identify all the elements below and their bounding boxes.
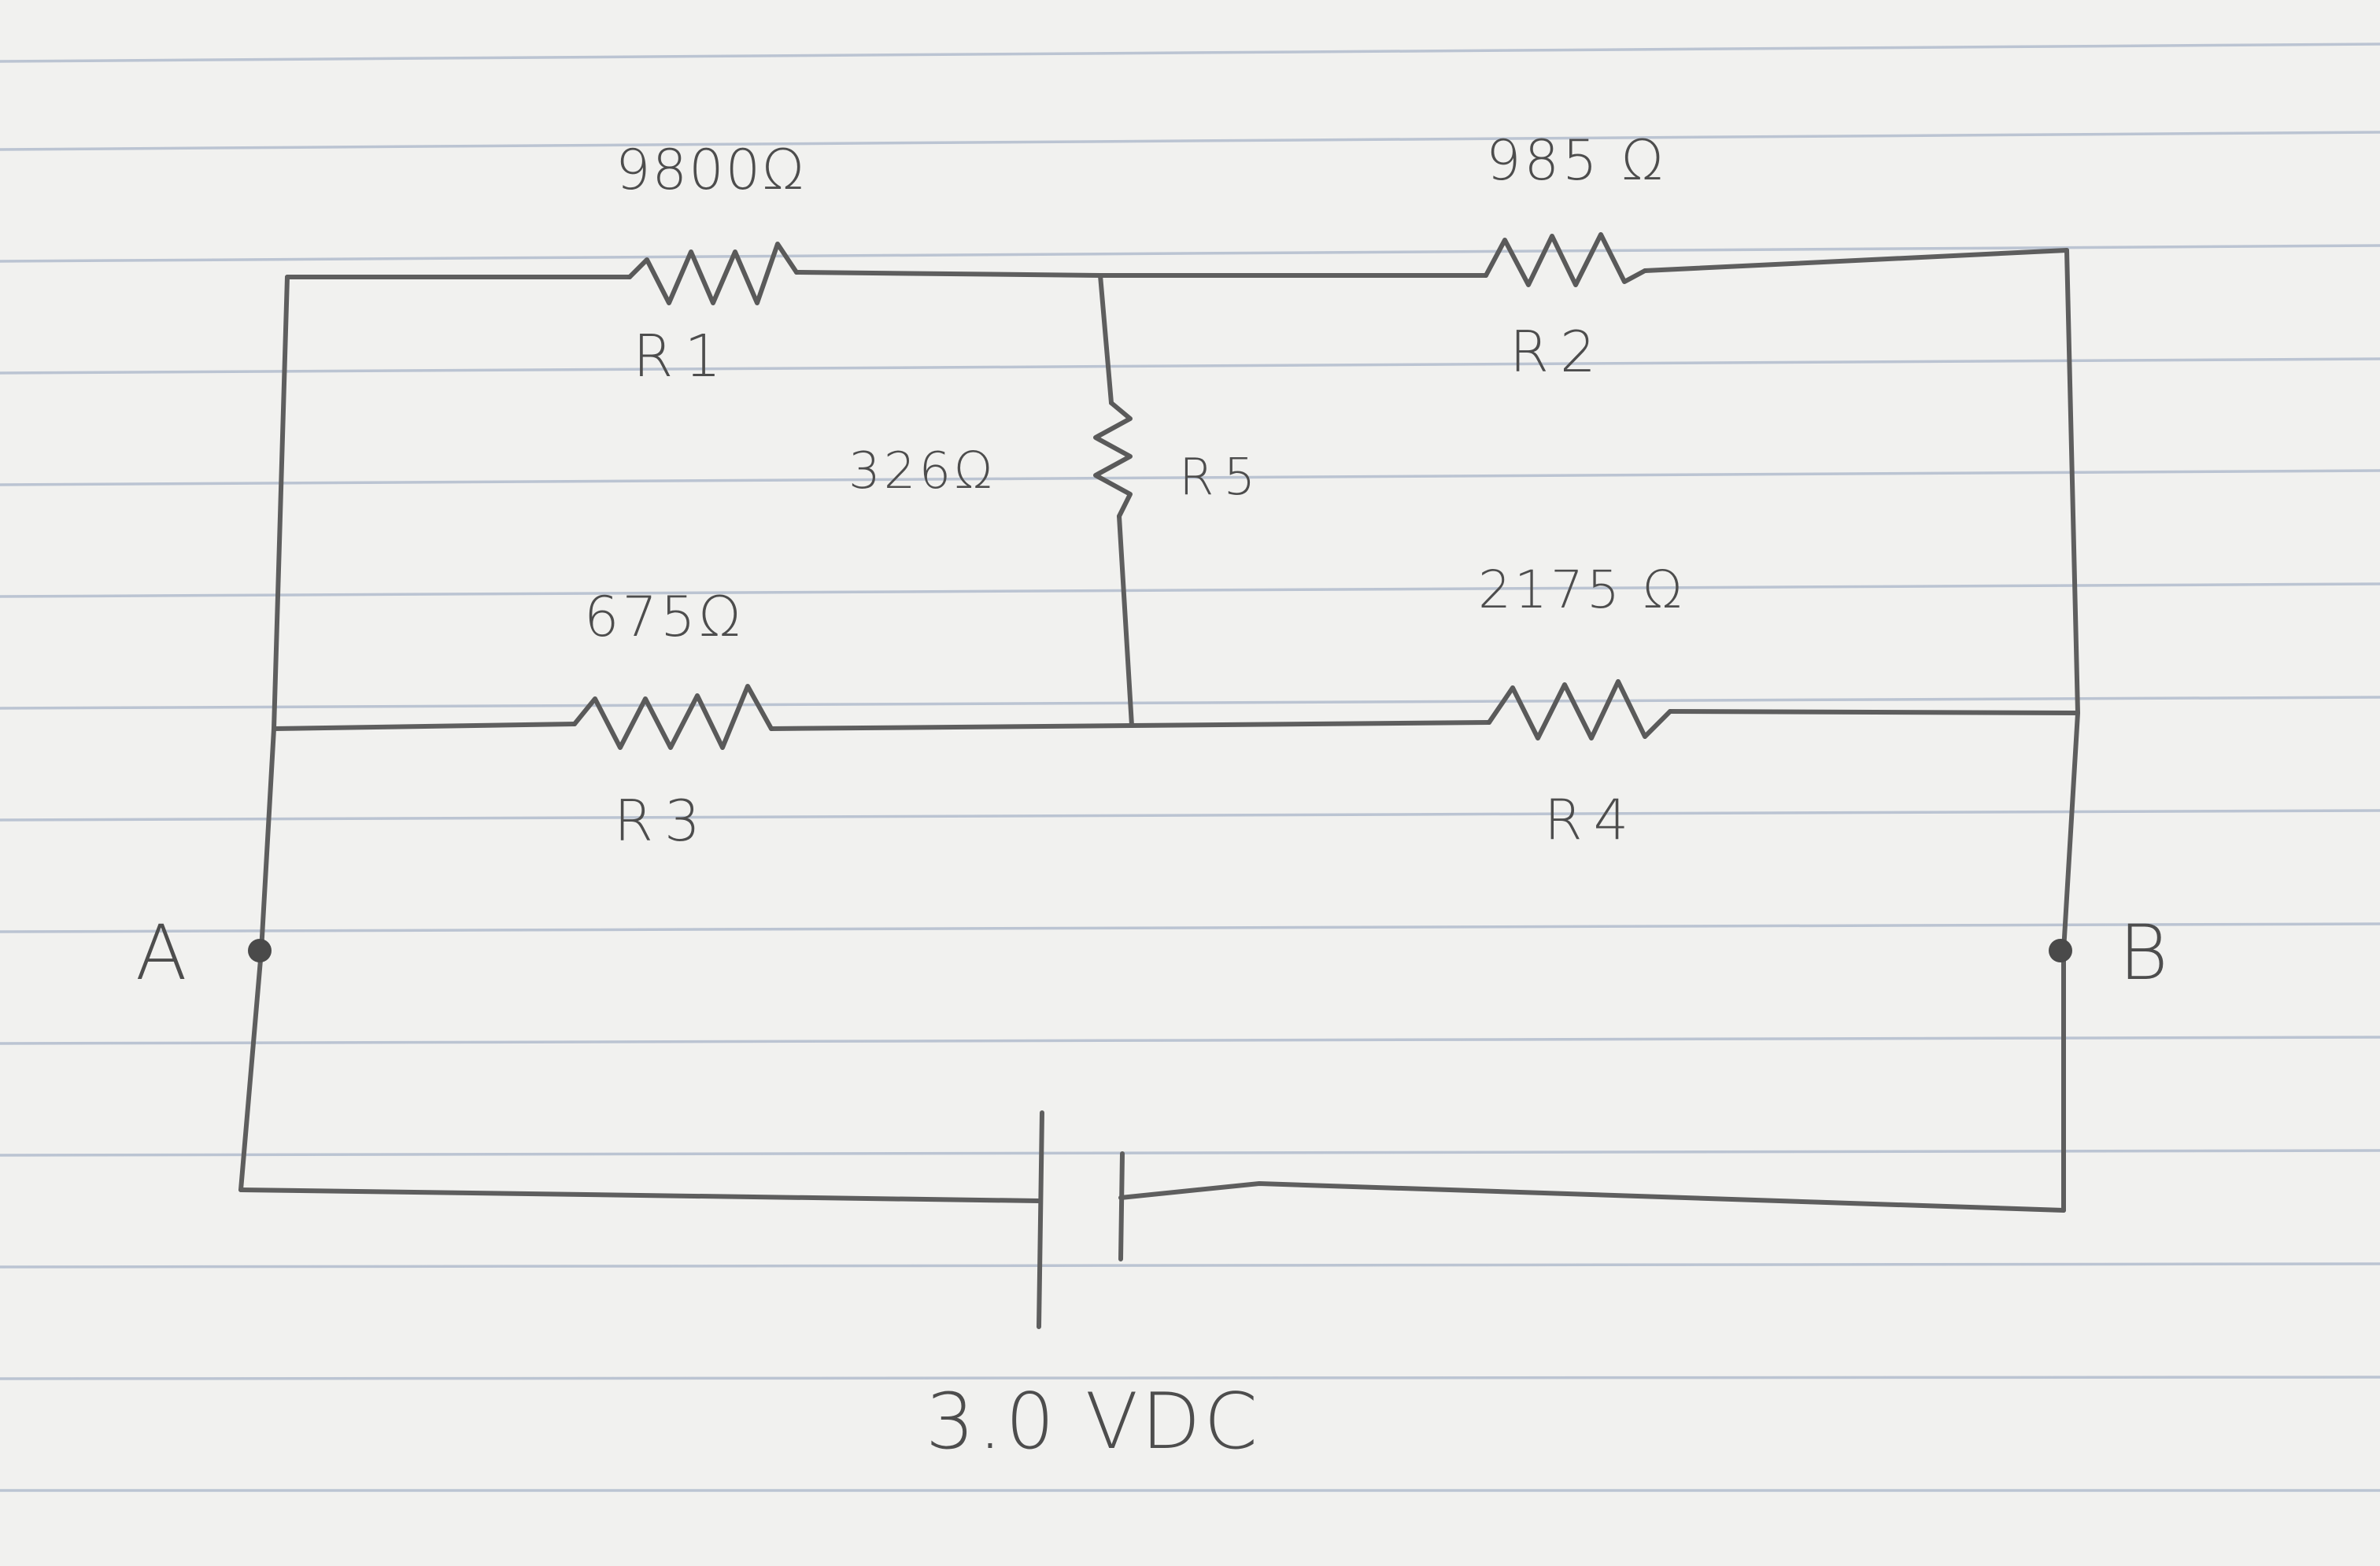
- wire-bridge-lower: [1117, 514, 1134, 728]
- source-voltage-label: 3.0 VDC: [926, 1377, 1261, 1467]
- r5-value-label: 326Ω: [848, 442, 996, 500]
- resistor-r5-symbol: [1093, 401, 1133, 519]
- r2-value-label: 985 Ω: [1486, 128, 1666, 193]
- resistor-r3-symbol: [572, 684, 774, 750]
- wire-bottom-left: [238, 1187, 1041, 1203]
- r1-name-label: R1: [633, 323, 733, 390]
- resistor-r4-symbol: [1487, 679, 1672, 741]
- wire-right-vertical: [2061, 248, 2080, 1213]
- wire-top-middle: [794, 270, 1488, 278]
- resistor-r2-symbol: [1484, 232, 1647, 287]
- r1-value-label: 9800Ω: [615, 138, 806, 202]
- node-a-label: A: [135, 909, 187, 997]
- wire-bridge-upper: [1098, 273, 1114, 405]
- wire-middle-left: [272, 722, 577, 731]
- wire-middle-right: [1668, 709, 2080, 715]
- r4-name-label: R4: [1544, 788, 1639, 852]
- r2-name-label: R2: [1510, 319, 1607, 385]
- r3-name-label: R3: [614, 788, 711, 854]
- circuit-wires: [238, 248, 2080, 1213]
- ruled-lines: [0, 42, 2380, 1492]
- wire-left-vertical: [238, 275, 290, 1192]
- node-b-dot: [2049, 939, 2072, 962]
- r4-value-label: 2175 Ω: [1478, 560, 1685, 620]
- battery-plate-short: [1118, 1151, 1125, 1261]
- r5-name-label: R5: [1179, 449, 1265, 507]
- resistor-r1-symbol: [627, 242, 799, 305]
- wire-bottom-right: [1118, 1181, 2066, 1213]
- node-b-label: B: [2119, 909, 2168, 997]
- battery-plate-long: [1037, 1110, 1044, 1329]
- battery-symbol: [1037, 1110, 1125, 1329]
- wire-top-right: [1643, 248, 2069, 273]
- r3-value-label: 675Ω: [584, 585, 744, 649]
- node-a-dot: [248, 939, 272, 962]
